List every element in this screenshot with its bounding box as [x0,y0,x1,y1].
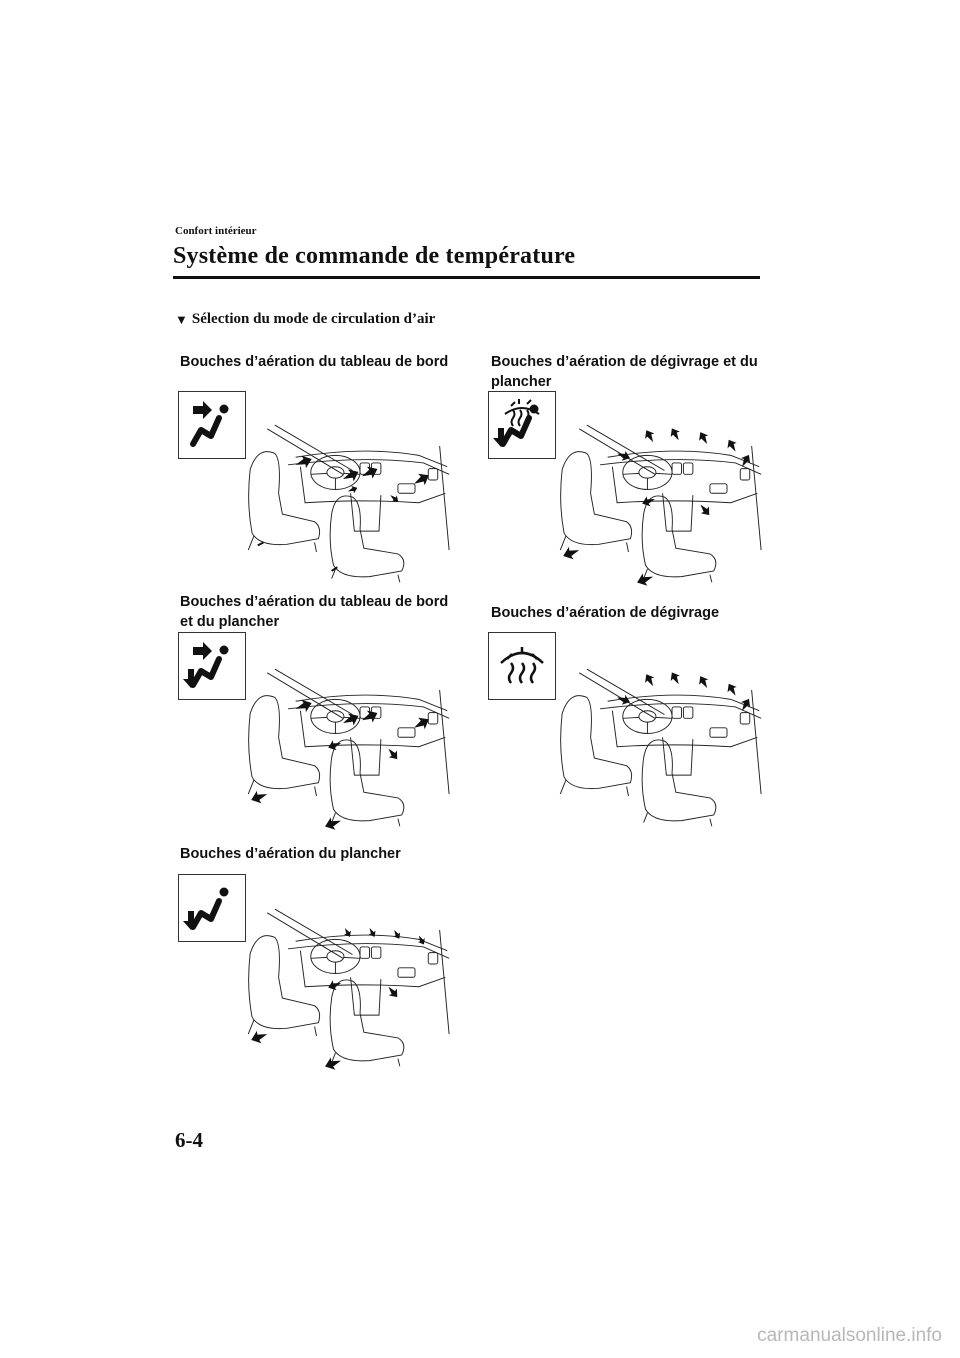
mode-caption-floor: Bouches d’aération du plancher [180,846,401,862]
mode-caption-defrost: Bouches d’aération de dégivrage [491,605,720,621]
section-label: Confort intérieur [175,225,257,237]
mode-caption-bi-level: Bouches d’aération du tableau de bord et… [180,594,449,630]
defrost-floor-icon [488,391,556,459]
bi-level-icon [178,632,246,700]
interior-illustration-face [228,408,458,588]
subheading-text: Sélection du mode de circulation d’air [191,311,436,327]
interior-illustration-defrost [540,652,770,832]
interior-illustration-bi-level [228,652,458,832]
floor-vent-icon [178,874,246,942]
title-rule [173,276,760,279]
defrost-icon [488,632,556,700]
mode-caption-defrost-floor: Bouches d’aération de dégivrage et du pl… [491,354,758,390]
subheading: ▼ Sélection du mode de circulation d’air [175,311,435,328]
face-vent-icon [178,391,246,459]
mode-caption-face: Bouches d’aération du tableau de bord [180,354,449,370]
page-number: 6-4 [175,1128,203,1152]
interior-illustration-floor [228,892,458,1072]
watermark: carmanualsonline.info [757,1325,942,1346]
page-title: Système de commande de température [173,243,576,269]
triangle-marker-icon: ▼ [175,311,188,327]
interior-illustration-defrost-floor [540,408,770,588]
